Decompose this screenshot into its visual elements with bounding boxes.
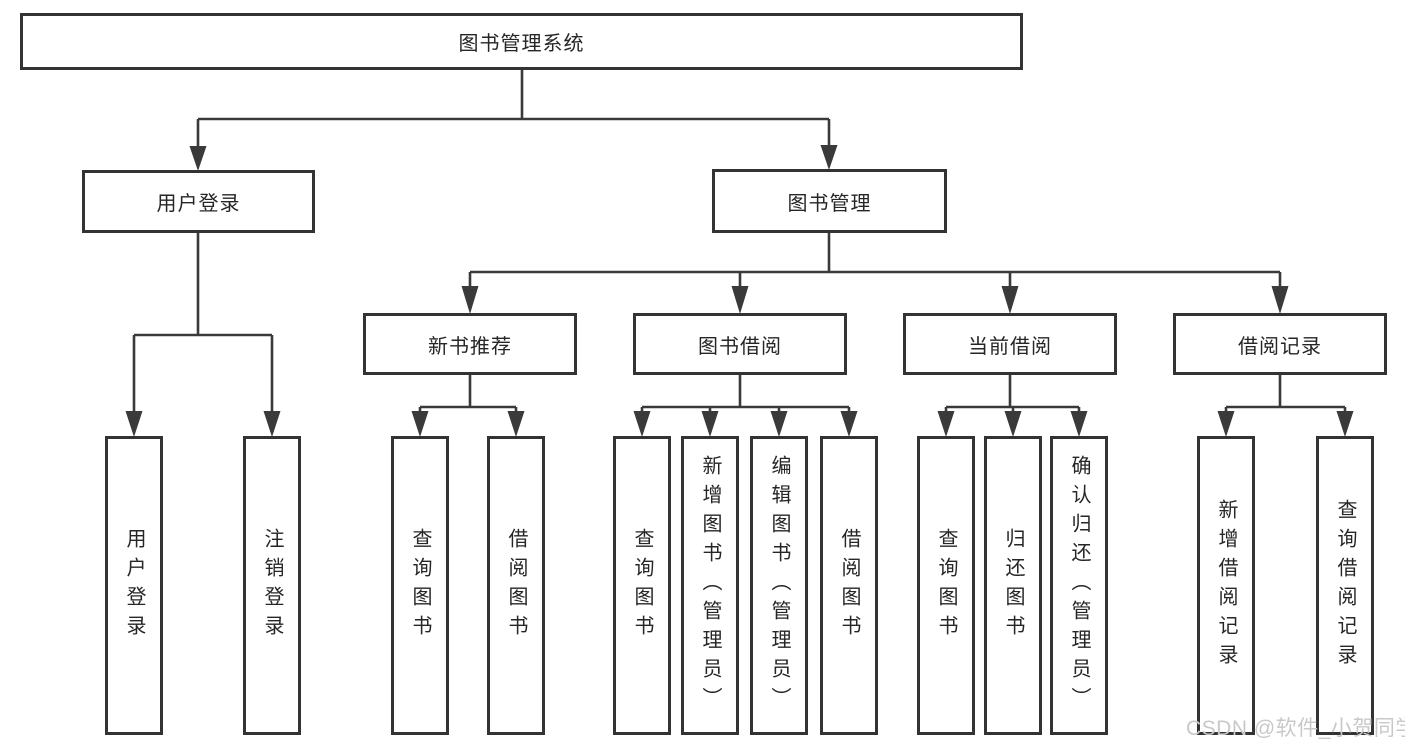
leaf-rec-borrow-books: 借阅图书 [487, 436, 545, 735]
leaf-bor-borrow-books: 借阅图书 [820, 436, 878, 735]
node-user-login: 用户登录 [82, 170, 315, 233]
leaf-bor-query-books-label: 查询图书 [631, 527, 653, 644]
leaf-bor-edit-books-admin: 编辑图书（管理员） [750, 436, 808, 735]
node-book-management: 图书管理 [712, 169, 947, 233]
leaf-logout-label: 注销登录 [261, 527, 283, 644]
node-current-borrowing: 当前借阅 [903, 313, 1117, 375]
leaf-log-query-record-label: 查询借阅记录 [1334, 498, 1356, 673]
leaf-bor-edit-books-admin-label: 编辑图书（管理员） [768, 455, 790, 716]
leaf-cur-return-books-label: 归还图书 [1002, 527, 1024, 644]
leaf-log-query-record: 查询借阅记录 [1316, 436, 1374, 735]
node-book-borrowing: 图书借阅 [633, 313, 847, 375]
leaf-cur-confirm-return-admin-label: 确认归还（管理员） [1068, 455, 1090, 716]
leaf-logout: 注销登录 [243, 436, 301, 735]
leaf-cur-confirm-return-admin: 确认归还（管理员） [1050, 436, 1108, 735]
leaf-bor-query-books: 查询图书 [613, 436, 671, 735]
leaf-rec-query-books: 查询图书 [391, 436, 449, 735]
leaf-user-login-label: 用户登录 [123, 527, 145, 644]
leaf-rec-borrow-books-label: 借阅图书 [505, 527, 527, 644]
leaf-cur-query-books-label: 查询图书 [935, 527, 957, 644]
leaf-rec-query-books-label: 查询图书 [409, 527, 431, 644]
leaf-bor-borrow-books-label: 借阅图书 [838, 527, 860, 644]
leaf-cur-query-books: 查询图书 [917, 436, 975, 735]
leaf-log-add-record-label: 新增借阅记录 [1215, 498, 1237, 673]
leaf-cur-return-books: 归还图书 [984, 436, 1042, 735]
node-new-book-recommend: 新书推荐 [363, 313, 577, 375]
leaf-bor-add-books-admin-label: 新增图书（管理员） [699, 455, 721, 716]
leaf-bor-add-books-admin: 新增图书（管理员） [681, 436, 739, 735]
node-library-system: 图书管理系统 [20, 13, 1023, 70]
node-borrowing-records: 借阅记录 [1173, 313, 1387, 375]
leaf-user-login: 用户登录 [105, 436, 163, 735]
leaf-log-add-record: 新增借阅记录 [1197, 436, 1255, 735]
csdn-watermark: CSDN @软件_小贺同学 [1186, 717, 1405, 740]
